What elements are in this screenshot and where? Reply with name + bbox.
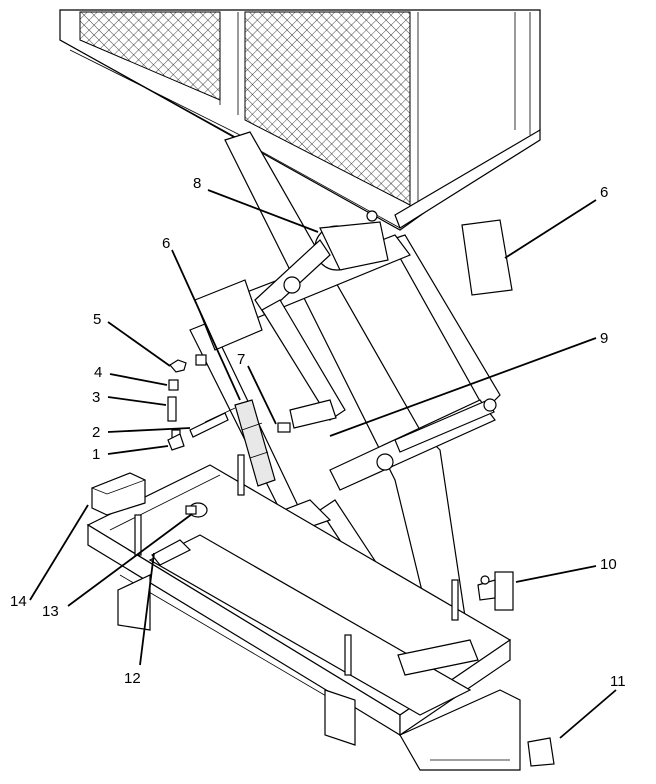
callout-12: 12 <box>124 670 141 687</box>
decal-center <box>234 399 276 487</box>
callout-1: 1 <box>92 446 100 463</box>
callout-14: 14 <box>10 593 27 610</box>
part-13 <box>185 502 208 518</box>
callout-5: 5 <box>93 311 101 328</box>
callout-7: 7 <box>237 351 245 368</box>
callout-leaders <box>29 189 617 739</box>
callout-9: 9 <box>600 330 608 347</box>
box-14 <box>90 472 147 516</box>
callout-11: 11 <box>610 673 626 690</box>
hose-fittings <box>167 354 291 451</box>
callout-labels: 1 2 3 4 5 6 6 7 8 9 10 11 12 13 14 <box>10 175 626 690</box>
hydraulic-cylinder <box>254 210 394 539</box>
decal-upper-right <box>461 219 513 296</box>
callout-3: 3 <box>92 389 100 406</box>
callout-6a: 6 <box>600 184 608 201</box>
crossbar-tube <box>394 398 497 453</box>
base-frame <box>86 454 521 771</box>
part-12 <box>151 539 192 566</box>
callout-2: 2 <box>92 424 100 441</box>
callout-4: 4 <box>94 364 102 381</box>
decal-11 <box>527 737 555 767</box>
callout-8: 8 <box>193 175 201 192</box>
platform-cage <box>59 9 541 231</box>
part-10 <box>477 571 514 611</box>
callout-6b: 6 <box>162 235 170 252</box>
callout-13: 13 <box>42 603 59 620</box>
callout-10: 10 <box>600 556 617 573</box>
